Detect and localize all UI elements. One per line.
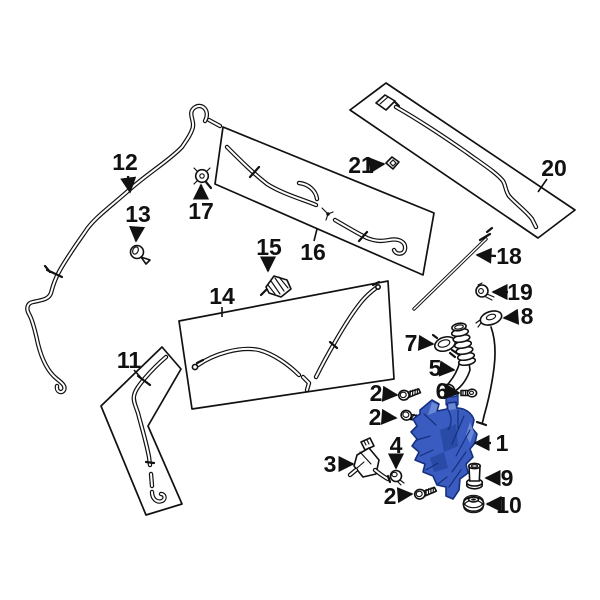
part-number-label[interactable]: 10 [496, 492, 522, 518]
part-number-label[interactable]: 19 [507, 279, 533, 305]
callout-arrow [443, 383, 461, 400]
part-number-label[interactable]: 11 [117, 347, 142, 373]
callout-5-13[interactable]: 5 [429, 355, 456, 381]
hose-clip-13 [129, 244, 151, 265]
callout-1-18[interactable]: 1 [473, 430, 509, 456]
callout-6-14[interactable]: 6 [436, 378, 461, 404]
hose-connector-15 [259, 275, 292, 298]
sleeve-9 [465, 462, 484, 490]
callout-arrow [475, 247, 497, 264]
panel-11-hose-assembly [100, 346, 183, 516]
callout-2-16[interactable]: 2 [369, 404, 398, 430]
callout-8-11[interactable]: 8 [502, 303, 534, 329]
part-number-label[interactable]: 9 [501, 465, 514, 491]
callout-arrow [381, 385, 399, 402]
washer-pump-3 [347, 437, 392, 484]
bushing-10 [462, 494, 485, 514]
bolt-2-upper [397, 387, 422, 402]
callout-12-0[interactable]: 12 [112, 149, 138, 194]
callout-11-8[interactable]: 11 [117, 347, 143, 380]
filler-tube-5 [444, 322, 477, 394]
callout-arrow [380, 408, 398, 425]
callout-arrow [120, 175, 137, 194]
part-number-label[interactable]: 21 [348, 152, 374, 178]
callout-arrow [502, 308, 520, 325]
part-number-label[interactable]: 6 [436, 378, 449, 404]
callout-13-1[interactable]: 13 [125, 201, 151, 243]
part-number-label[interactable]: 1 [496, 430, 509, 456]
washer-reservoir-1 [410, 390, 478, 500]
part-number-label[interactable]: 8 [521, 303, 534, 329]
part-number-label[interactable]: 12 [112, 149, 138, 175]
part-number-label[interactable]: 5 [429, 355, 442, 381]
part-number-label[interactable]: 20 [541, 155, 567, 181]
callout-16-5[interactable]: 16 [300, 228, 326, 265]
gasket-8 [475, 310, 503, 427]
callout-7-12[interactable]: 7 [405, 330, 435, 356]
callout-14-7[interactable]: 14 [209, 283, 235, 317]
callout-2-15[interactable]: 2 [370, 380, 399, 406]
hose-clip-17 [193, 167, 213, 190]
part-number-label[interactable]: 18 [496, 243, 522, 269]
part-number-label[interactable]: 2 [384, 483, 397, 509]
part-number-label[interactable]: 7 [405, 330, 418, 356]
part-number-label[interactable]: 2 [369, 404, 382, 430]
callout-arrow [133, 369, 143, 380]
part-number-label[interactable]: 14 [209, 283, 235, 309]
clip-19 [475, 282, 495, 301]
bolt-2-lower [413, 485, 439, 501]
part-number-label[interactable]: 15 [256, 234, 282, 260]
cap-6 [460, 388, 478, 398]
callout-arrow [129, 225, 146, 243]
callout-19-10[interactable]: 19 [491, 279, 533, 305]
part-number-label[interactable]: 13 [125, 201, 151, 227]
callout-arrow [396, 487, 414, 504]
part-number-label[interactable]: 3 [324, 451, 337, 477]
callout-arrow [417, 334, 435, 351]
callout-arrow [313, 228, 318, 242]
callout-4-17[interactable]: 4 [387, 432, 405, 470]
callout-20-4[interactable]: 20 [537, 155, 567, 193]
grommet-4 [389, 469, 405, 486]
part-number-label[interactable]: 2 [370, 380, 383, 406]
hose-clip-21 [385, 156, 400, 170]
part-number-label[interactable]: 4 [390, 432, 403, 458]
washer-hose-12 [25, 103, 223, 395]
callout-21-3[interactable]: 21 [348, 152, 386, 178]
callout-arrow [368, 157, 386, 174]
rod-18 [412, 226, 494, 311]
part-number-label[interactable]: 17 [188, 198, 214, 224]
callout-18-9[interactable]: 18 [475, 243, 522, 269]
callout-arrow [438, 360, 456, 377]
callout-10-22[interactable]: 10 [485, 492, 522, 518]
panel-20-hose-assembly [349, 82, 576, 239]
panel-16-hose-assembly [214, 126, 435, 276]
callout-arrow [537, 178, 548, 193]
panel-14-hose-assembly [178, 280, 395, 410]
callout-3-19[interactable]: 3 [324, 451, 355, 477]
callout-15-6[interactable]: 15 [256, 234, 282, 273]
part-number-label[interactable]: 16 [300, 239, 326, 265]
callout-17-2[interactable]: 17 [188, 183, 214, 224]
callout-2-20[interactable]: 2 [384, 483, 414, 509]
callout-9-21[interactable]: 9 [484, 465, 514, 491]
